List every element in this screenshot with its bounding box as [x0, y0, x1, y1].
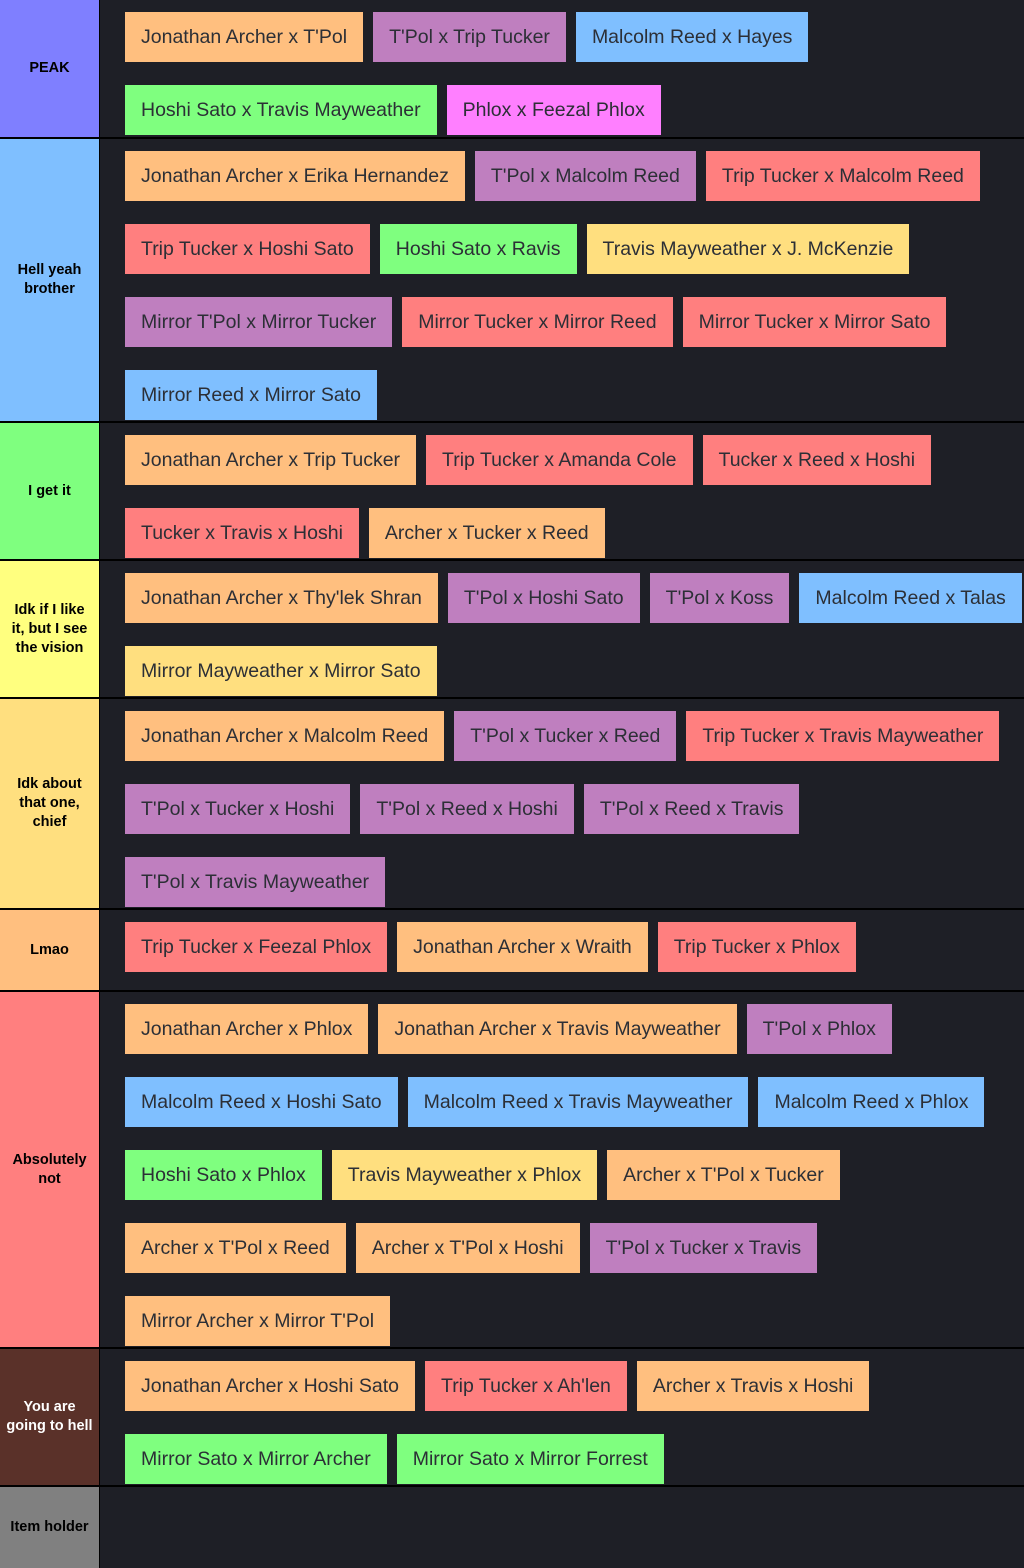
tier-label: Idk about that one, chief	[0, 699, 100, 908]
tier-item[interactable]: Hoshi Sato x Travis Mayweather	[125, 85, 437, 135]
tier-item[interactable]: T'Pol x Tucker x Travis	[589, 1223, 818, 1273]
tier-item[interactable]: Travis Mayweather x J. McKenzie	[586, 224, 910, 274]
tier-item[interactable]: Archer x Travis x Hoshi	[636, 1361, 870, 1411]
tier-label: Hell yeah brother	[0, 139, 100, 421]
tier-item[interactable]: T'Pol x Reed x Travis	[583, 784, 800, 834]
tier-item[interactable]: Trip Tucker x Travis Mayweather	[686, 711, 1000, 761]
tier-item[interactable]: Archer x T'Pol x Hoshi	[355, 1223, 580, 1273]
tier-item[interactable]: Malcolm Reed x Hayes	[575, 12, 809, 62]
tier-item[interactable]: Trip Tucker x Amanda Cole	[426, 435, 693, 485]
tier-item[interactable]: Malcolm Reed x Hoshi Sato	[125, 1077, 398, 1127]
tier-item[interactable]: T'Pol x Hoshi Sato	[447, 573, 640, 623]
tier-item[interactable]: Mirror Sato x Mirror Forrest	[396, 1434, 664, 1484]
tier-label: Idk if I like it, but I see the vision	[0, 561, 100, 697]
tier-item[interactable]: Mirror Reed x Mirror Sato	[125, 370, 377, 420]
tier-item[interactable]: Mirror Mayweather x Mirror Sato	[125, 646, 437, 696]
tier-item[interactable]: Jonathan Archer x Malcolm Reed	[125, 711, 445, 761]
tier-item[interactable]: T'Pol x Reed x Hoshi	[360, 784, 574, 834]
tier-item[interactable]: Malcolm Reed x Phlox	[758, 1077, 985, 1127]
tier-item[interactable]: Mirror Tucker x Mirror Reed	[402, 297, 673, 347]
tier-drop-zone[interactable]	[100, 1487, 1024, 1568]
tier-item[interactable]: T'Pol x Koss	[649, 573, 790, 623]
tier-item[interactable]: T'Pol x Travis Mayweather	[125, 857, 386, 907]
tier-item[interactable]: Tucker x Travis x Hoshi	[125, 508, 359, 558]
tier-item[interactable]: Hoshi Sato x Ravis	[379, 224, 577, 274]
tier-item[interactable]: Jonathan Archer x Wraith	[397, 922, 648, 972]
tier-item[interactable]: Archer x Tucker x Reed	[368, 508, 605, 558]
tier-item[interactable]: T'Pol x Tucker x Hoshi	[125, 784, 351, 834]
tier-item[interactable]: T'Pol x Phlox	[746, 1004, 892, 1054]
tier-item[interactable]: Phlox x Feezal Phlox	[446, 85, 661, 135]
tier-item[interactable]: Trip Tucker x Ah'len	[425, 1361, 627, 1411]
tier-item[interactable]: Malcolm Reed x Talas	[799, 573, 1022, 623]
tier-item[interactable]: Mirror Archer x Mirror T'Pol	[125, 1296, 391, 1346]
tier-item[interactable]: Tucker x Reed x Hoshi	[702, 435, 932, 485]
tier-item[interactable]: T'Pol x Malcolm Reed	[474, 151, 696, 201]
tier-item[interactable]: Trip Tucker x Hoshi Sato	[125, 224, 370, 274]
tier-row: Item holder	[0, 1487, 1024, 1568]
tier-item[interactable]: Jonathan Archer x Hoshi Sato	[125, 1361, 415, 1411]
tier-label: You are going to hell	[0, 1349, 100, 1485]
tier-item[interactable]: T'Pol x Tucker x Reed	[454, 711, 677, 761]
tier-label: Absolutely not	[0, 992, 100, 1347]
tier-item[interactable]: Mirror Sato x Mirror Archer	[125, 1434, 387, 1484]
tier-label: I get it	[0, 423, 100, 559]
tier-label: Item holder	[0, 1487, 100, 1568]
tier-item[interactable]: Trip Tucker x Phlox	[657, 922, 856, 972]
tier-item[interactable]: Jonathan Archer x Travis Mayweather	[378, 1004, 737, 1054]
tier-item[interactable]: Mirror T'Pol x Mirror Tucker	[125, 297, 393, 347]
tier-label: PEAK	[0, 0, 100, 137]
tier-item[interactable]: T'Pol x Trip Tucker	[373, 12, 566, 62]
tier-item[interactable]: Travis Mayweather x Phlox	[331, 1150, 598, 1200]
tier-item[interactable]: Jonathan Archer x Trip Tucker	[125, 435, 417, 485]
tier-item[interactable]: Trip Tucker x Malcolm Reed	[705, 151, 980, 201]
tier-item[interactable]: Archer x T'Pol x Tucker	[607, 1150, 840, 1200]
tier-item[interactable]: Malcolm Reed x Travis Mayweather	[407, 1077, 749, 1127]
tier-item[interactable]: Jonathan Archer x Erika Hernandez	[125, 151, 465, 201]
tier-item[interactable]: Hoshi Sato x Phlox	[125, 1150, 322, 1200]
tier-label: Lmao	[0, 910, 100, 990]
tier-item[interactable]: Jonathan Archer x Thy'lek Shran	[125, 573, 438, 623]
tier-item[interactable]: Mirror Tucker x Mirror Sato	[682, 297, 947, 347]
tier-item[interactable]: Trip Tucker x Feezal Phlox	[125, 922, 388, 972]
tier-item[interactable]: Jonathan Archer x Phlox	[125, 1004, 369, 1054]
tier-item[interactable]: Archer x T'Pol x Reed	[125, 1223, 346, 1273]
tier-item[interactable]: Jonathan Archer x T'Pol	[125, 12, 364, 62]
